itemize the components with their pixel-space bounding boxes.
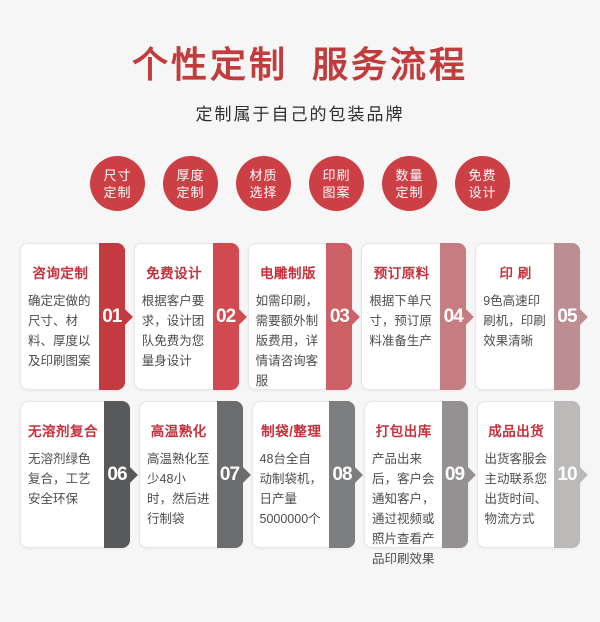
step-card-04: 预订原料 根据下单尺寸，预订原料准备生产 04 <box>361 243 475 391</box>
badge-quantity-custom: 数量 定制 <box>382 156 437 212</box>
step-number: 07 <box>219 463 240 485</box>
step-card-body: 印 刷 9色高速印刷机，印刷效果清晰 <box>476 244 579 351</box>
badge-free-design: 免费 设计 <box>455 156 510 212</box>
step-description: 9色高速印刷机，印刷效果清晰 <box>483 294 546 349</box>
step-description: 48台全自动制袋机，日产量5000000个 <box>259 452 323 527</box>
feature-badges-row: 尺寸 定制 厚度 定制 材质 选择 印刷 图案 数量 定制 免费 设计 <box>0 156 600 212</box>
step-card-body: 预订原料 根据下单尺寸，预订原料准备生产 <box>362 244 465 351</box>
badge-label-line2: 图案 <box>322 184 351 200</box>
step-card-06: 无溶剂复合 无溶剂绿色复合，工艺安全环保 06 <box>20 401 138 549</box>
badge-label-line2: 选择 <box>249 184 278 200</box>
step-number: 04 <box>443 305 464 327</box>
step-number-bar: 10 <box>554 401 588 549</box>
step-number-bar: 03 <box>326 243 361 391</box>
step-card-body: 成品出货 出货客服会主动联系您出货时间、物流方式 <box>478 402 580 529</box>
step-number-bar: 07 <box>216 401 251 549</box>
page-subtitle: 定制属于自己的包装品牌 <box>195 105 405 125</box>
step-number: 02 <box>216 305 236 327</box>
step-title: 制袋/整理 <box>261 424 322 440</box>
step-description: 无溶剂绿色复合，工艺安全环保 <box>28 452 91 507</box>
step-number: 06 <box>107 463 127 485</box>
steps-row-1: 咨询定制 确定定做的尺寸、材料、厚度以及印刷图案 01 免费设计 根据客户要求，… <box>20 243 588 391</box>
step-description: 产品出来后，客户会通知客户，通过视频或照片查看产品印刷效果 <box>372 452 435 567</box>
step-number-bar: 06 <box>104 401 138 549</box>
step-description: 确定定做的尺寸、材料、厚度以及印刷图案 <box>28 294 91 369</box>
process-steps-grid: 咨询定制 确定定做的尺寸、材料、厚度以及印刷图案 01 免费设计 根据客户要求，… <box>20 243 588 566</box>
step-number-bar: 08 <box>329 401 363 549</box>
step-title: 咨询定制 <box>32 266 89 282</box>
step-title: 印 刷 <box>499 266 532 282</box>
step-description: 如需印刷，需要额外制版费用，详情请咨询客服 <box>255 294 319 389</box>
step-title: 无溶剂复合 <box>28 424 98 440</box>
step-number-bar: 01 <box>98 243 133 391</box>
badge-label-line1: 材质 <box>249 167 278 183</box>
step-number: 09 <box>444 463 465 485</box>
step-number: 10 <box>557 463 577 485</box>
step-number-bar: 04 <box>440 243 475 391</box>
step-card-01: 咨询定制 确定定做的尺寸、材料、厚度以及印刷图案 01 <box>20 243 133 391</box>
step-number: 01 <box>102 305 122 327</box>
badge-label-line2: 定制 <box>395 184 424 200</box>
step-title: 预订原料 <box>373 266 430 282</box>
step-number-bar: 09 <box>441 401 476 549</box>
step-card-body: 咨询定制 确定定做的尺寸、材料、厚度以及印刷图案 <box>21 244 124 371</box>
step-card-body: 免费设计 根据客户要求，设计团队免费为您量身设计 <box>135 244 238 371</box>
step-card-body: 无溶剂复合 无溶剂绿色复合，工艺安全环保 <box>21 402 129 509</box>
badge-print-pattern: 印刷 图案 <box>309 156 364 212</box>
badge-label-line1: 印刷 <box>322 167 351 183</box>
step-card-03: 电雕制版 如需印刷，需要额外制版费用，详情请咨询客服 03 <box>247 243 361 391</box>
step-number-bar: 02 <box>212 243 247 391</box>
step-title: 成品出货 <box>488 424 545 440</box>
step-title: 高温熟化 <box>150 424 207 440</box>
step-number: 03 <box>329 305 350 327</box>
badge-material-choice: 材质 选择 <box>236 156 291 212</box>
badge-label-line2: 定制 <box>103 184 132 200</box>
step-card-02: 免费设计 根据客户要求，设计团队免费为您量身设计 02 <box>133 243 247 391</box>
step-title: 打包出库 <box>375 424 432 440</box>
step-number: 08 <box>332 463 352 485</box>
step-card-body: 打包出库 产品出来后，客户会通知客户，通过视频或照片查看产品印刷效果 <box>365 402 467 569</box>
step-card-body: 制袋/整理 48台全自动制袋机，日产量5000000个 <box>253 402 355 529</box>
badge-size-custom: 尺寸 定制 <box>90 156 145 212</box>
step-title: 电雕制版 <box>259 266 316 282</box>
badge-label-line2: 设计 <box>468 184 497 200</box>
step-title: 免费设计 <box>146 266 203 282</box>
step-number-bar: 05 <box>553 243 588 391</box>
step-description: 高温熟化至少48小时，然后进行制袋 <box>147 452 210 527</box>
step-card-body: 电雕制版 如需印刷，需要额外制版费用，详情请咨询客服 <box>249 244 352 391</box>
step-description: 根据下单尺寸，预订原料准备生产 <box>369 294 432 349</box>
step-card-05: 印 刷 9色高速印刷机，印刷效果清晰 05 <box>475 243 588 391</box>
badge-label-line1: 数量 <box>395 167 424 183</box>
page-title: 个性定制 服务流程 <box>131 45 468 85</box>
step-card-10: 成品出货 出货客服会主动联系您出货时间、物流方式 10 <box>476 401 588 549</box>
badge-label-line1: 尺寸 <box>103 167 132 183</box>
steps-row-2: 无溶剂复合 无溶剂绿色复合，工艺安全环保 06 高温熟化 高温熟化至少48小时，… <box>20 401 588 566</box>
step-card-07: 高温熟化 高温熟化至少48小时，然后进行制袋 07 <box>139 401 251 549</box>
step-description: 根据客户要求，设计团队免费为您量身设计 <box>141 294 205 369</box>
step-card-08: 制袋/整理 48台全自动制袋机，日产量5000000个 08 <box>251 401 363 549</box>
step-card-body: 高温熟化 高温熟化至少48小时，然后进行制袋 <box>140 402 242 529</box>
step-card-09: 打包出库 产品出来后，客户会通知客户，通过视频或照片查看产品印刷效果 09 <box>364 401 476 566</box>
badge-label-line1: 免费 <box>468 167 497 183</box>
badge-label-line1: 厚度 <box>176 167 205 183</box>
step-number: 05 <box>557 305 577 327</box>
badge-label-line2: 定制 <box>176 184 205 200</box>
badge-thickness-custom: 厚度 定制 <box>163 156 218 212</box>
step-description: 出货客服会主动联系您出货时间、物流方式 <box>484 452 548 527</box>
